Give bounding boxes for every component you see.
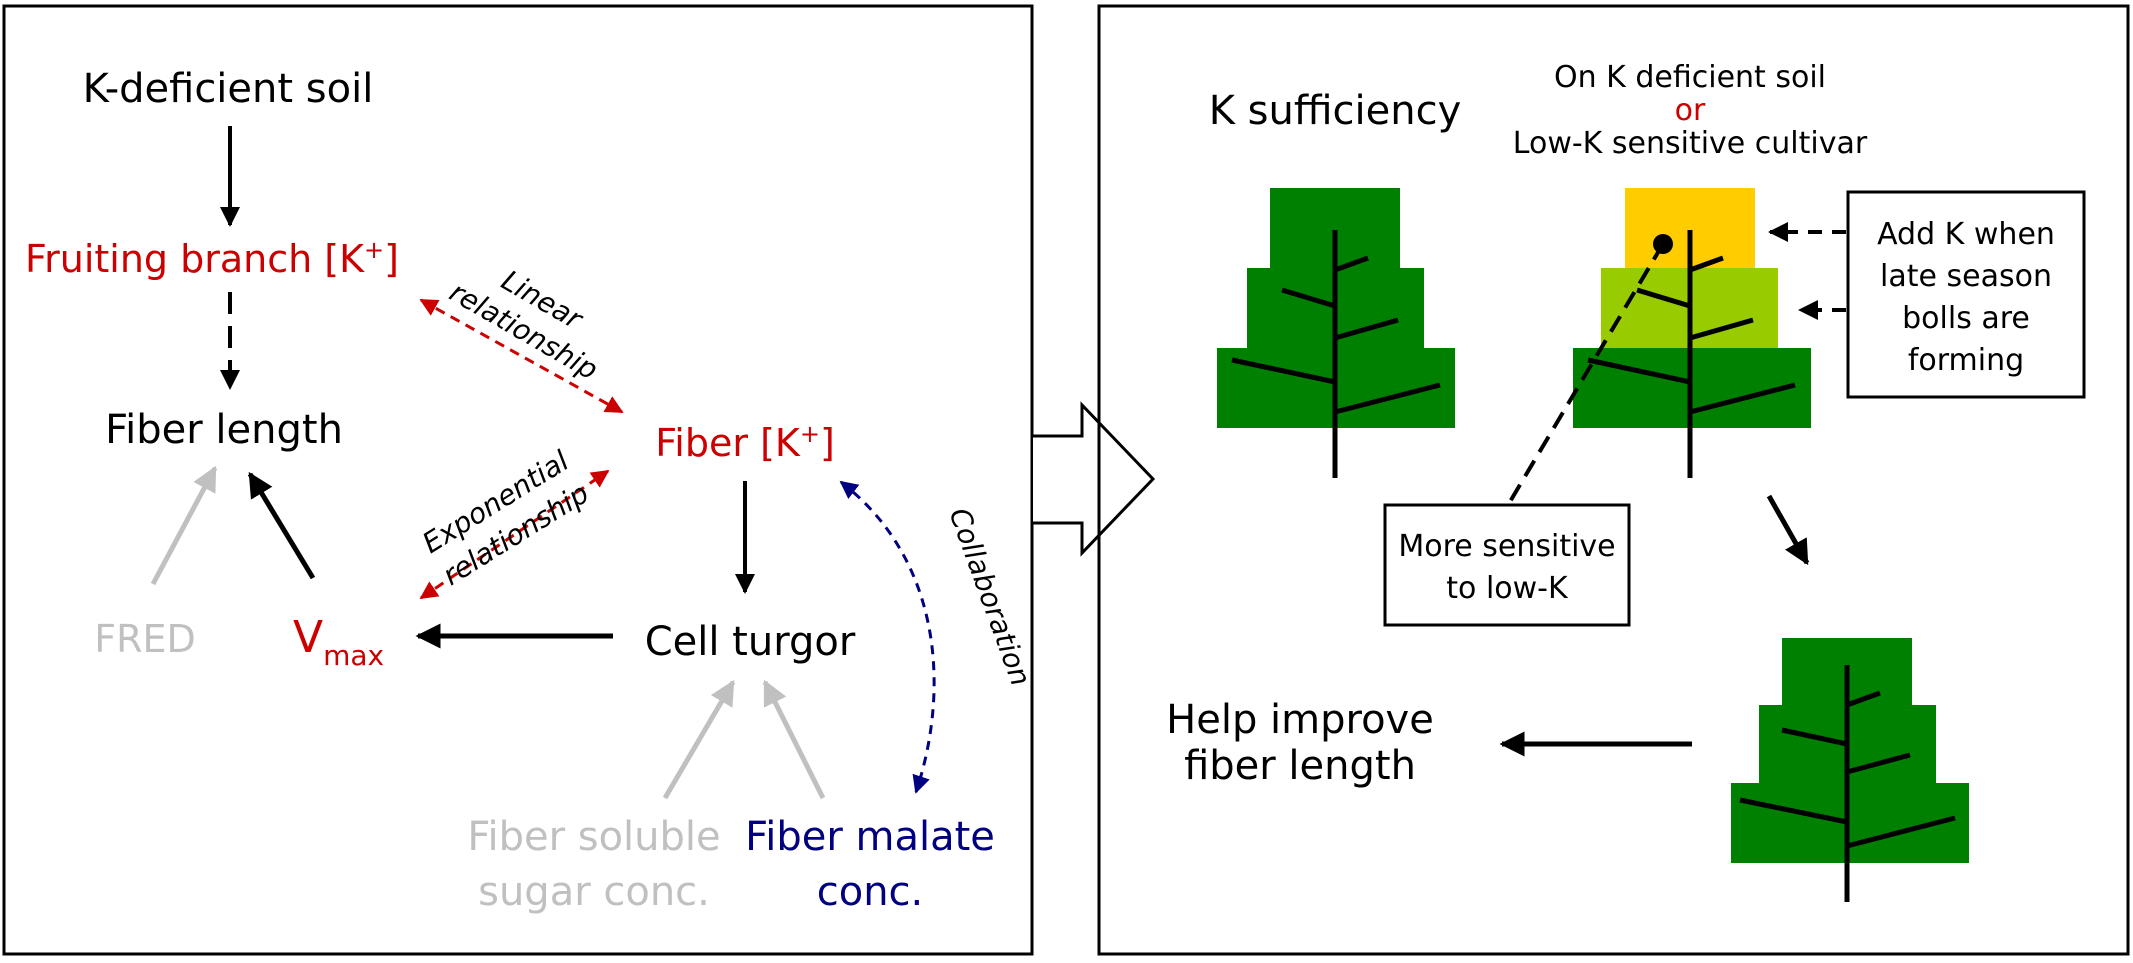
arrow-soluble-sugar-to-cell-turgor bbox=[662, 679, 736, 800]
k-deficient-tree bbox=[1573, 188, 1811, 478]
add-k-line1: Add K when bbox=[1877, 217, 2055, 252]
fiber-k-label: Fiber [K+] bbox=[655, 420, 835, 465]
more-sensitive-line1: More sensitive bbox=[1398, 529, 1615, 564]
sensitive-cultivar-label: Low-K sensitive cultivar bbox=[1513, 126, 1868, 161]
linear-relationship-label: Linear relationship bbox=[444, 264, 604, 387]
exponential-relationship-label: Exponential relationship bbox=[417, 444, 595, 592]
arrow-to-improved-tree bbox=[1766, 494, 1810, 566]
tree1-branch bbox=[1334, 317, 1399, 341]
arrow-fred-to-fiber-length bbox=[150, 465, 218, 586]
malate-label-line1: Fiber malate bbox=[745, 814, 995, 860]
collaboration-label: Collaboration bbox=[943, 503, 1038, 690]
help-improve-line1: Help improve bbox=[1166, 697, 1434, 743]
more-sensitive-box bbox=[1383, 503, 1631, 627]
more-sensitive-line2: to low-K bbox=[1446, 571, 1569, 606]
svg-text:Collaboration: Collaboration bbox=[943, 503, 1038, 690]
arrow-vmax-to-fiber-length bbox=[247, 471, 316, 580]
collaboration-arrow bbox=[839, 480, 936, 794]
deficient-soil-label: On K deficient soil bbox=[1554, 60, 1826, 95]
left-panel-frame bbox=[2, 4, 1034, 956]
tree1-branch bbox=[1231, 357, 1336, 385]
or-label: or bbox=[1675, 93, 1706, 128]
vmax-label: Vmax bbox=[293, 612, 384, 672]
linear-relationship-arrow bbox=[419, 298, 624, 414]
add-k-line4: forming bbox=[1908, 343, 2024, 378]
malate-label-line2: conc. bbox=[817, 869, 924, 915]
tree2-branch bbox=[1689, 382, 1796, 415]
tree3-branch bbox=[1846, 815, 1956, 849]
tree2-branch bbox=[1587, 357, 1691, 385]
tree2-branch bbox=[1689, 255, 1724, 273]
tree1-branch bbox=[1334, 382, 1441, 415]
k-deficient-soil-label: K-deficient soil bbox=[83, 66, 374, 112]
k-sufficient-tree bbox=[1217, 188, 1455, 478]
tree3-branch bbox=[1846, 752, 1911, 775]
soluble-sugar-label-line1: Fiber soluble bbox=[467, 814, 720, 860]
k-sufficiency-label: K sufficiency bbox=[1209, 88, 1462, 134]
sensitive-pointer-line bbox=[1506, 242, 1665, 507]
tree1-branch bbox=[1281, 287, 1336, 309]
tree2-branch bbox=[1689, 317, 1754, 341]
add-k-box bbox=[1846, 190, 2086, 399]
tree1-branch bbox=[1334, 255, 1369, 273]
panel-transition-arrow bbox=[1033, 401, 1156, 557]
cell-turgor-label: Cell turgor bbox=[645, 619, 856, 665]
tree3-branch bbox=[1781, 727, 1848, 747]
tree3-branch bbox=[1846, 690, 1881, 708]
fruiting-branch-k-label: Fruiting branch [K+] bbox=[25, 236, 399, 281]
help-improve-line2: fiber length bbox=[1184, 743, 1416, 789]
right-panel-frame bbox=[1097, 4, 2130, 956]
soluble-sugar-label-line2: sugar conc. bbox=[478, 869, 710, 915]
add-k-line2: late season bbox=[1880, 259, 2052, 294]
exponential-relationship-arrow bbox=[419, 469, 610, 600]
improved-tree bbox=[1731, 638, 1969, 902]
tree3-branch bbox=[1739, 797, 1848, 825]
tree2-branch bbox=[1636, 287, 1691, 309]
fiber-length-label: Fiber length bbox=[105, 407, 343, 453]
arrow-malate-to-cell-turgor bbox=[762, 679, 826, 800]
add-k-line3: bolls are bbox=[1902, 301, 2030, 336]
fred-label: FRED bbox=[94, 617, 196, 661]
